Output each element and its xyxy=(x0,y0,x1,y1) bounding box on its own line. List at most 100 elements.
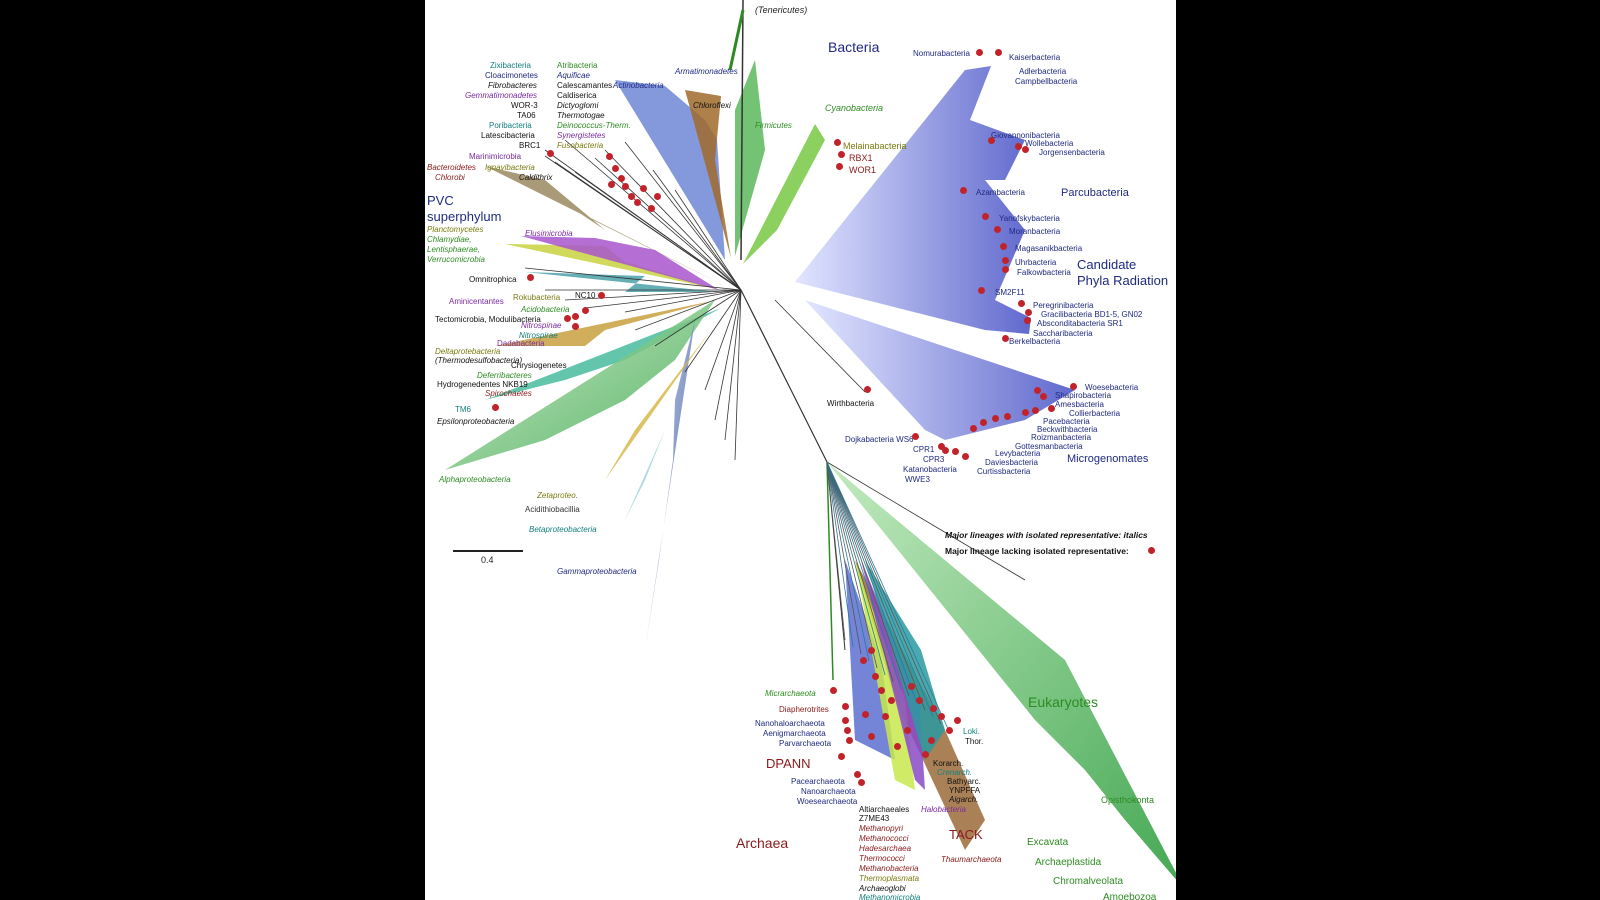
lineage-dot xyxy=(844,727,851,734)
taxon-label-tectomicrobia: Tectomicrobia, Modulibacteria xyxy=(435,315,541,324)
taxon-label-cyanobacteria: Cyanobacteria xyxy=(825,103,884,113)
group-dpann: DPANN xyxy=(766,756,811,771)
taxon-label-gemmatimonadetes: Gemmatimonadetes xyxy=(465,91,538,100)
taxon-label-cloacimonetes: Cloacimonetes xyxy=(485,71,538,80)
lineage-dot xyxy=(952,448,959,455)
lineage-dot xyxy=(954,717,961,724)
taxon-label-sm2f11: SM2F11 xyxy=(995,288,1025,297)
taxon-label-giovannonibacteria: Giovannonibacteria xyxy=(991,131,1060,140)
taxon-label-hydrogenedentes: Hydrogenedentes NKB19 xyxy=(437,380,528,389)
legend-dot: Major lineage lacking isolated represent… xyxy=(945,546,1129,556)
archaea-sub-branch xyxy=(826,461,854,648)
phylogenetic-tree xyxy=(445,0,1176,880)
taxon-label-thermococci: Thermococci xyxy=(859,854,905,863)
taxon-label-zixibacteria: Zixibacteria xyxy=(490,61,531,70)
taxon-label-uhrbacteria: Uhrbacteria xyxy=(1015,258,1057,267)
taxon-label-betaproteobacteria: Betaproteobacteria xyxy=(529,525,597,534)
taxon-label-deltaproteobacteria: Deltaprotebacteria xyxy=(435,347,501,356)
micrarchaeota-branch xyxy=(826,461,834,681)
lineage-dot xyxy=(634,199,641,206)
lineage-dot xyxy=(976,49,983,56)
taxon-label-jorgensenbacteria: Jorgensenbacteria xyxy=(1039,148,1105,157)
lineage-dot xyxy=(872,673,879,680)
lineage-dot xyxy=(1002,266,1009,273)
cyanobacteria-wedge xyxy=(743,124,825,264)
lineage-dot xyxy=(1024,317,1031,324)
lineage-dot xyxy=(894,743,901,750)
root-branch xyxy=(740,289,828,463)
taxon-label-thor: Thor. xyxy=(965,737,984,746)
taxon-label-omnitrophica: Omnitrophica xyxy=(469,275,517,284)
epsilon-wedge xyxy=(485,308,721,400)
lineage-dot xyxy=(1048,405,1055,412)
lineage-dot xyxy=(527,274,534,281)
taxon-label-chrysiogenetes: Chrysiogenetes xyxy=(511,361,567,370)
taxon-label-fusobacteria: Fusobacteria xyxy=(557,141,604,150)
taxon-label-wwe3: WWE3 xyxy=(905,475,930,484)
lineage-dot xyxy=(612,165,619,172)
lineage-dot xyxy=(1002,335,1009,342)
taxon-label-adlerbacteria: Adlerbacteria xyxy=(1019,67,1067,76)
lineage-dot xyxy=(980,419,987,426)
lineage-dot xyxy=(868,733,875,740)
taxon-label-woesearchaeota: Woesearchaeota xyxy=(797,797,858,806)
lineage-dot xyxy=(1018,300,1025,307)
taxon-label-pacebacteria: Pacebacteria xyxy=(1043,417,1090,426)
taxon-label-aquificae: Aquificae xyxy=(557,71,590,80)
archaea-sub-branch xyxy=(826,461,870,662)
domain-bacteria: Bacteria xyxy=(828,39,880,55)
archaea-sub-branch xyxy=(826,461,878,669)
lineage-dot xyxy=(622,183,629,190)
lineage-dot xyxy=(868,647,875,654)
lineage-dot xyxy=(1022,146,1029,153)
taxon-label-nanoarchaeota: Nanoarchaeota xyxy=(801,787,856,796)
tree-branch xyxy=(554,161,742,291)
lineage-dot xyxy=(1022,409,1029,416)
lineage-dot xyxy=(860,657,867,664)
taxon-label-deinococcus: Deinococcus-Therm. xyxy=(557,121,631,130)
lineage-dot xyxy=(982,213,989,220)
lineage-dot xyxy=(1040,393,1047,400)
lineage-dot xyxy=(608,181,615,188)
lineage-dot xyxy=(882,713,889,720)
taxon-label-daviesbacteria: Daviesbacteria xyxy=(985,458,1038,467)
lineage-dot xyxy=(640,185,647,192)
taxon-label-melainabacteria: Melainabacteria xyxy=(843,141,907,151)
taxon-label-hadesarchaea: Hadesarchaea xyxy=(859,844,912,853)
lineage-dot xyxy=(836,163,843,170)
group-cpr-candidate: Candidate xyxy=(1077,257,1137,272)
lineage-dot xyxy=(878,687,885,694)
armatimonadetes-branch xyxy=(728,9,745,71)
taxon-label-curtissbacteria: Curtissbacteria xyxy=(977,467,1031,476)
taxon-label-aenigmarchaeota: Aenigmarchaeota xyxy=(763,729,826,738)
lineage-dot xyxy=(1025,309,1032,316)
pvc-wedge xyxy=(505,244,721,290)
taxon-label-loki: Loki. xyxy=(963,727,980,736)
taxon-label-calescamantes: Calescamantes xyxy=(557,81,613,90)
taxon-label-chlamydiae: Chlamydiae, xyxy=(427,235,472,244)
lineage-dot xyxy=(908,683,915,690)
lineage-dot xyxy=(838,753,845,760)
taxon-label-campbellbacteria: Campbellbacteria xyxy=(1015,77,1078,86)
wirthbacteria-branch xyxy=(774,299,866,393)
tree-branch xyxy=(624,141,742,291)
lineage-dot xyxy=(582,307,589,314)
taxon-label-cpr3: CPR3 xyxy=(923,455,945,464)
taxon-label-tm6: TM6 xyxy=(455,405,471,414)
taxon-label-parvarchaeota: Parvarchaeota xyxy=(779,739,832,748)
taxon-label-cpr1: CPR1 xyxy=(913,445,935,454)
tree-branch xyxy=(724,289,742,441)
taxon-label-planctomycetes: Planctomycetes xyxy=(427,225,484,234)
taxon-label-spirochaetes: Spirochaetes xyxy=(485,389,532,398)
group-cpr-radiation: Phyla Radiation xyxy=(1077,273,1169,288)
archaea-sub-branch xyxy=(826,461,950,732)
lineage-dot xyxy=(864,386,871,393)
alphaproteobacteria-wedge xyxy=(445,300,715,470)
legend-dot-icon xyxy=(1148,547,1155,554)
domain-eukaryotes: Eukaryotes xyxy=(1028,694,1099,710)
taxon-label-acidobacteria: Acidobacteria xyxy=(521,305,570,314)
taxon-label-berkelbacteria: Berkelbacteria xyxy=(1009,337,1061,346)
taxon-label-korarch: Korarch. xyxy=(933,759,964,768)
taxon-label-altiarchaeales: Altiarchaeales xyxy=(859,805,910,814)
lineage-dot xyxy=(862,711,869,718)
